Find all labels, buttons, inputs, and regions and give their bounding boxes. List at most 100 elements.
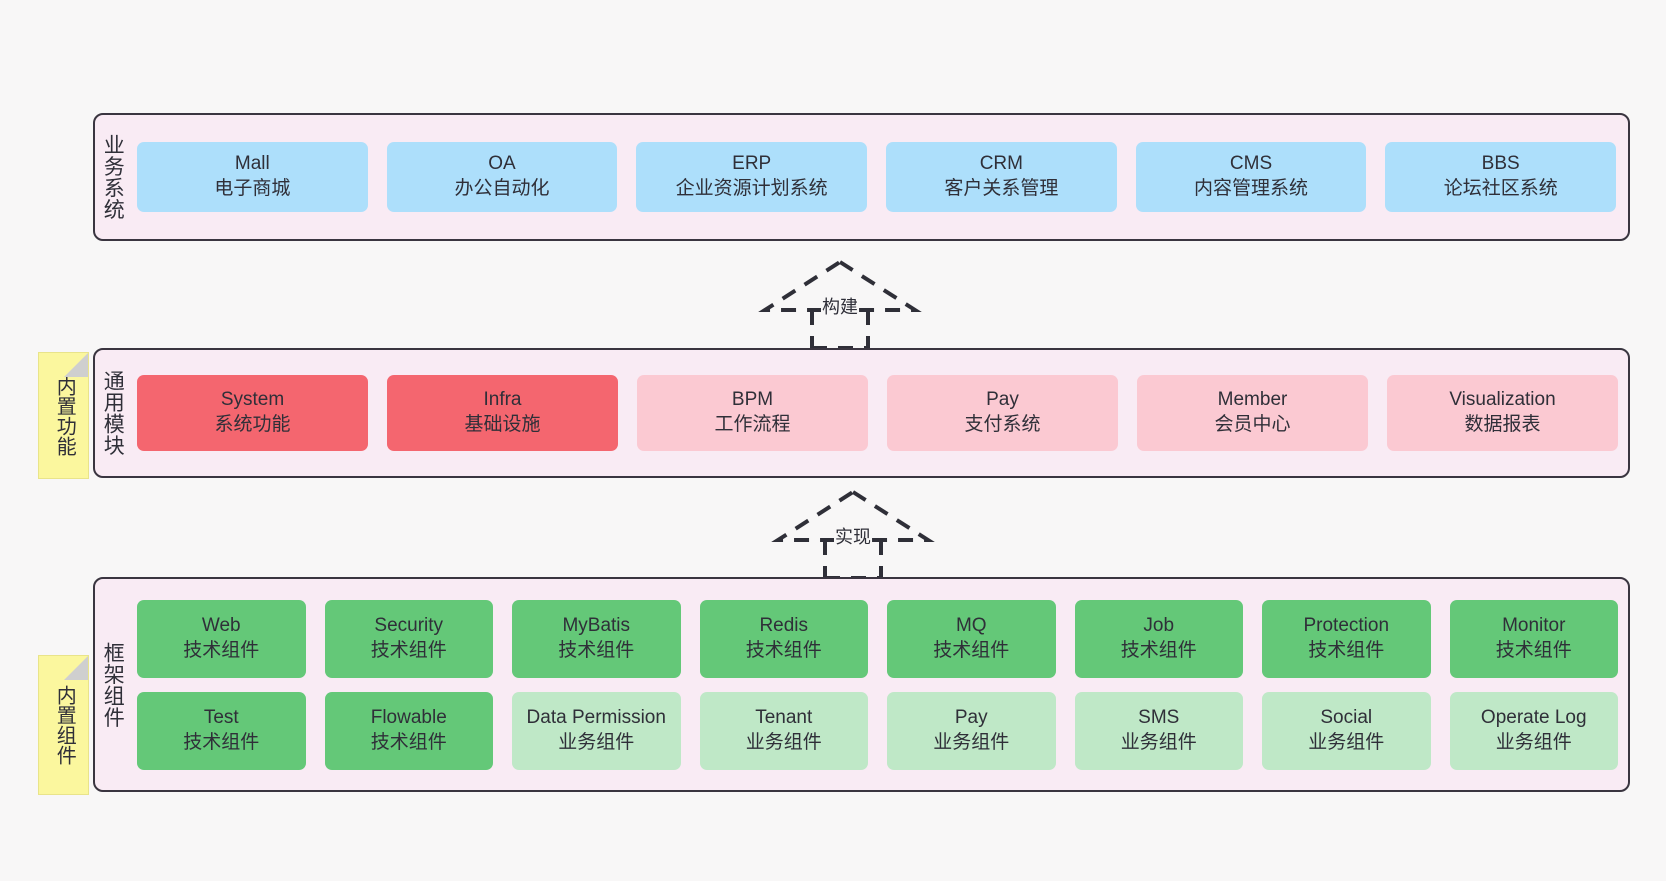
node-cms-en: CMS [1229,153,1273,175]
arrow-build-label: 构建 [821,296,859,318]
node-pay-module-cn: 支付系统 [964,414,1041,435]
node-test-cn: 技术组件 [183,731,260,753]
node-infra-en: Infra [483,389,522,411]
node-flowable-cn: 技术组件 [370,731,447,753]
node-security[interactable]: Security 技术组件 [324,599,493,678]
node-visualization-cn: 数据报表 [1464,414,1541,435]
node-member-cn: 会员中心 [1214,414,1291,435]
node-mybatis-en: MyBatis [562,614,631,636]
node-bbs-en: BBS [1481,153,1520,175]
node-infra-cn: 基础设施 [464,414,541,435]
node-pay-module[interactable]: Pay 支付系统 [887,375,1118,451]
node-oa[interactable]: OA 办公自动化 [386,142,618,212]
node-mq-cn: 技术组件 [933,639,1010,661]
node-protection[interactable]: Protection 技术组件 [1262,599,1431,678]
node-redis[interactable]: Redis 技术组件 [699,599,868,678]
node-cms[interactable]: CMS 内容管理系统 [1135,142,1367,212]
node-bpm[interactable]: BPM 工作流程 [637,375,868,451]
note-builtin-features[interactable]: 内置功能 [38,352,89,479]
node-mybatis[interactable]: MyBatis 技术组件 [512,599,681,678]
layer-business-systems: 业务系统 Mall 电子商城 OA 办公自动化 ERP 企业资源计划系统 CRM… [93,113,1630,241]
node-erp[interactable]: ERP 企业资源计划系统 [636,142,868,212]
node-flowable-en: Flowable [370,706,447,728]
node-crm-en: CRM [979,153,1023,175]
node-system-en: System [220,389,285,411]
node-protection-cn: 技术组件 [1308,639,1385,661]
node-job[interactable]: Job 技术组件 [1074,599,1243,678]
node-social-en: Social [1320,706,1373,728]
node-job-en: Job [1143,614,1175,636]
node-oa-cn: 办公自动化 [454,178,550,199]
note-builtin-components-label: 内置组件 [53,685,76,765]
arrow-realize: 实现 [768,488,938,580]
node-security-cn: 技术组件 [370,639,447,661]
row-common-modules: System 系统功能 Infra 基础设施 BPM 工作流程 Pay 支付系统… [137,375,1618,451]
node-monitor[interactable]: Monitor 技术组件 [1449,599,1618,678]
node-pay-component-en: Pay [954,706,988,728]
node-erp-cn: 企业资源计划系统 [675,178,828,199]
node-crm[interactable]: CRM 客户关系管理 [886,142,1117,212]
node-social[interactable]: Social 业务组件 [1262,691,1431,770]
node-monitor-cn: 技术组件 [1495,639,1572,661]
row-business-components: Test 技术组件 Flowable 技术组件 Data Permission … [137,691,1618,770]
node-crm-cn: 客户关系管理 [944,178,1059,199]
node-bbs-cn: 论坛社区系统 [1443,178,1558,199]
node-test[interactable]: Test 技术组件 [137,691,306,770]
node-web-en: Web [201,614,241,636]
node-monitor-en: Monitor [1502,614,1566,636]
node-bbs[interactable]: BBS 论坛社区系统 [1385,142,1617,212]
node-mall[interactable]: Mall 电子商城 [137,142,368,212]
node-operate-log[interactable]: Operate Log 业务组件 [1449,691,1618,770]
node-bpm-cn: 工作流程 [714,414,791,435]
layer-body-framework-components: Web 技术组件 Security 技术组件 MyBatis 技术组件 Redi… [129,579,1628,790]
note-builtin-features-label: 内置功能 [53,375,76,456]
node-mq[interactable]: MQ 技术组件 [887,599,1056,678]
node-bpm-en: BPM [731,389,774,411]
layer-framework-components: 框架组件 Web 技术组件 Security 技术组件 MyBatis 技术组件… [93,577,1630,792]
node-erp-en: ERP [732,153,772,175]
node-data-permission-en: Data Permission [526,706,666,728]
node-data-permission-cn: 业务组件 [558,731,635,753]
node-sms[interactable]: SMS 业务组件 [1074,691,1243,770]
node-cms-cn: 内容管理系统 [1194,178,1309,199]
node-tenant[interactable]: Tenant 业务组件 [699,691,868,770]
node-visualization-en: Visualization [1449,389,1556,411]
node-tenant-cn: 业务组件 [745,731,822,753]
arrow-build: 构建 [755,258,925,350]
node-job-cn: 技术组件 [1120,639,1197,661]
node-oa-en: OA [488,153,516,175]
layer-title-framework-components: 框架组件 [101,641,125,728]
node-sms-cn: 业务组件 [1120,731,1197,753]
node-mall-en: Mall [234,153,270,175]
node-pay-component[interactable]: Pay 业务组件 [887,691,1056,770]
node-data-permission[interactable]: Data Permission 业务组件 [512,691,681,770]
arrow-realize-label: 实现 [834,526,872,548]
node-social-cn: 业务组件 [1308,731,1385,753]
node-pay-module-en: Pay [986,389,1019,411]
node-pay-component-cn: 业务组件 [933,731,1010,753]
row-tech-components: Web 技术组件 Security 技术组件 MyBatis 技术组件 Redi… [137,599,1618,678]
node-redis-cn: 技术组件 [745,639,822,661]
node-infra[interactable]: Infra 基础设施 [387,375,618,451]
node-sms-en: SMS [1138,706,1180,728]
layer-body-common-modules: System 系统功能 Infra 基础设施 BPM 工作流程 Pay 支付系统… [129,350,1628,476]
node-mall-cn: 电子商城 [214,178,291,199]
node-member[interactable]: Member 会员中心 [1137,375,1368,451]
note-builtin-components[interactable]: 内置组件 [38,655,89,795]
layer-body-business-systems: Mall 电子商城 OA 办公自动化 ERP 企业资源计划系统 CRM 客户关系… [129,115,1628,239]
node-security-en: Security [374,614,444,636]
node-redis-en: Redis [759,614,809,636]
node-operate-log-cn: 业务组件 [1495,731,1572,753]
node-visualization[interactable]: Visualization 数据报表 [1387,375,1618,451]
node-mq-en: MQ [955,614,987,636]
node-web[interactable]: Web 技术组件 [137,599,306,678]
node-test-en: Test [203,706,239,728]
node-flowable[interactable]: Flowable 技术组件 [324,691,493,770]
node-system-cn: 系统功能 [214,414,291,435]
layer-title-business-systems: 业务系统 [101,134,125,220]
layer-title-common-modules: 通用模块 [101,370,125,456]
node-system[interactable]: System 系统功能 [137,375,368,451]
node-tenant-en: Tenant [755,706,813,728]
node-member-en: Member [1217,389,1288,411]
